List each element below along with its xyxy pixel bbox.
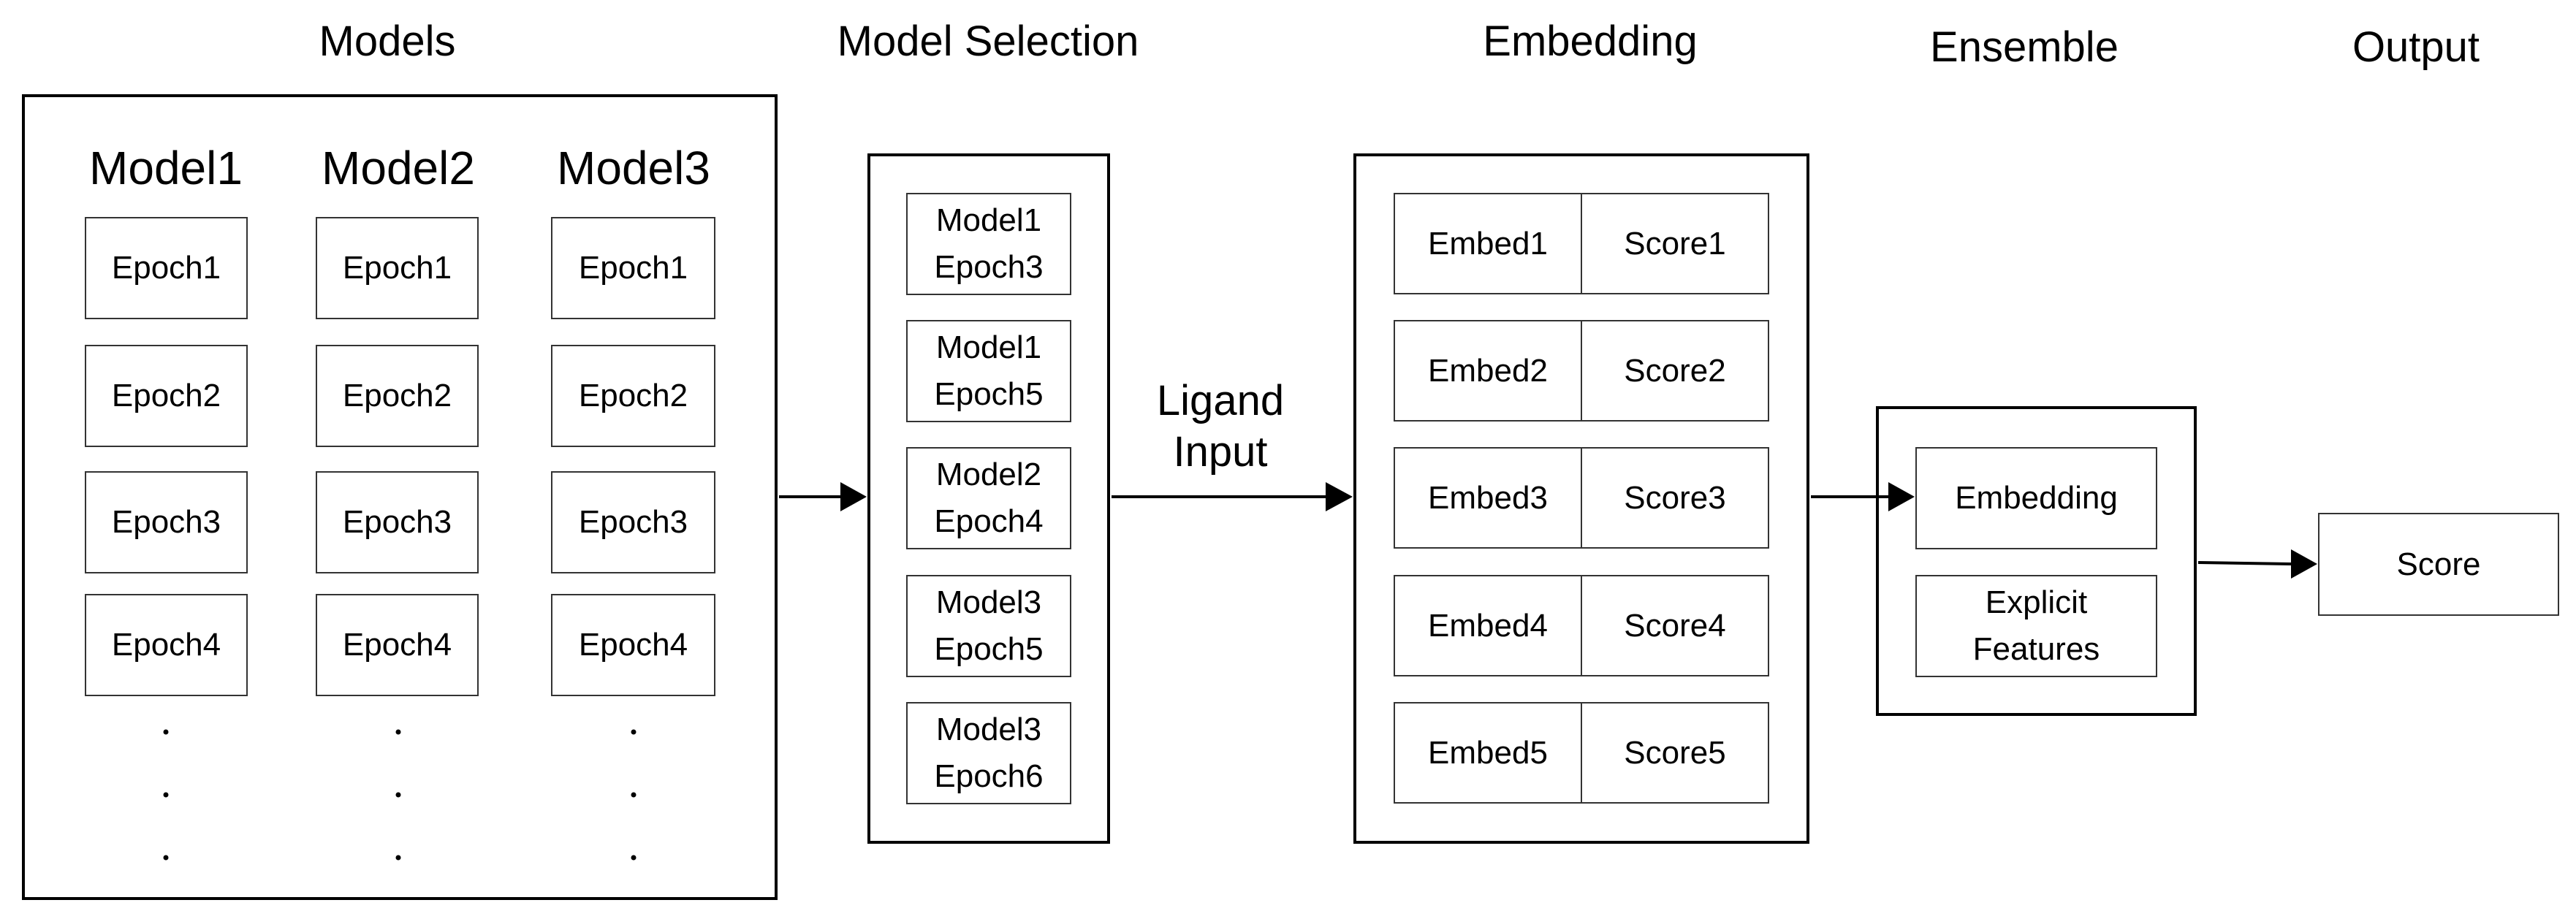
ensemble-embedding-box: Embedding — [1915, 447, 2157, 549]
output-heading: Output — [2352, 23, 2480, 71]
ellipsis-dot — [163, 792, 169, 798]
score-cell: Score2 — [1581, 321, 1768, 420]
embed-score-row: Embed2 Score2 — [1394, 320, 1769, 422]
score-cell: Score5 — [1581, 703, 1768, 802]
ellipsis-dot — [395, 729, 401, 735]
output-score-box: Score — [2318, 513, 2559, 616]
epoch-box: Epoch2 — [85, 345, 248, 447]
epoch-box: Epoch1 — [316, 217, 479, 319]
models-heading: Models — [319, 18, 456, 65]
epoch-box: Epoch3 — [551, 471, 715, 573]
model-column-title: Model1 — [89, 142, 243, 194]
embed-score-row: Embed5 Score5 — [1394, 702, 1769, 804]
model-column-title: Model3 — [557, 142, 710, 194]
epoch-box: Epoch4 — [316, 594, 479, 696]
embed-score-row: Embed3 Score3 — [1394, 447, 1769, 549]
embed-score-row: Embed1 Score1 — [1394, 193, 1769, 294]
epoch-box: Epoch4 — [551, 594, 715, 696]
score-cell: Score1 — [1581, 194, 1768, 293]
epoch-box: Epoch2 — [316, 345, 479, 447]
arrow-selection-to-embedding — [1112, 482, 1353, 511]
epoch-box: Epoch4 — [85, 594, 248, 696]
epoch-box: Epoch3 — [85, 471, 248, 573]
ensemble-heading: Ensemble — [1930, 23, 2119, 71]
arrow-models-to-selection — [779, 482, 867, 511]
ligand-input-label: Ligand Input — [1156, 377, 1285, 476]
epoch-box: Epoch2 — [551, 345, 715, 447]
embedding-heading: Embedding — [1483, 18, 1698, 65]
model-column-title: Model2 — [322, 142, 475, 194]
model-selection-heading: Model Selection — [837, 18, 1139, 65]
score-cell: Score4 — [1581, 576, 1768, 675]
epoch-box: Epoch1 — [85, 217, 248, 319]
embed-cell: Embed1 — [1428, 225, 1548, 262]
ellipsis-dot — [163, 855, 169, 861]
ellipsis-dot — [631, 792, 637, 798]
ellipsis-dot — [631, 729, 637, 735]
ellipsis-dot — [631, 855, 637, 861]
embed-cell: Embed3 — [1428, 479, 1548, 516]
embed-cell: Embed5 — [1428, 734, 1548, 771]
ellipsis-dot — [395, 792, 401, 798]
epoch-box: Epoch1 — [551, 217, 715, 319]
embed-cell: Embed2 — [1428, 352, 1548, 389]
ellipsis-dot — [395, 855, 401, 861]
epoch-box: Epoch3 — [316, 471, 479, 573]
arrow-ensemble-to-output — [2197, 549, 2317, 579]
ellipsis-dot — [163, 729, 169, 735]
embed-cell: Embed4 — [1428, 607, 1548, 644]
embed-score-row: Embed4 Score4 — [1394, 575, 1769, 676]
score-cell: Score3 — [1581, 449, 1768, 547]
